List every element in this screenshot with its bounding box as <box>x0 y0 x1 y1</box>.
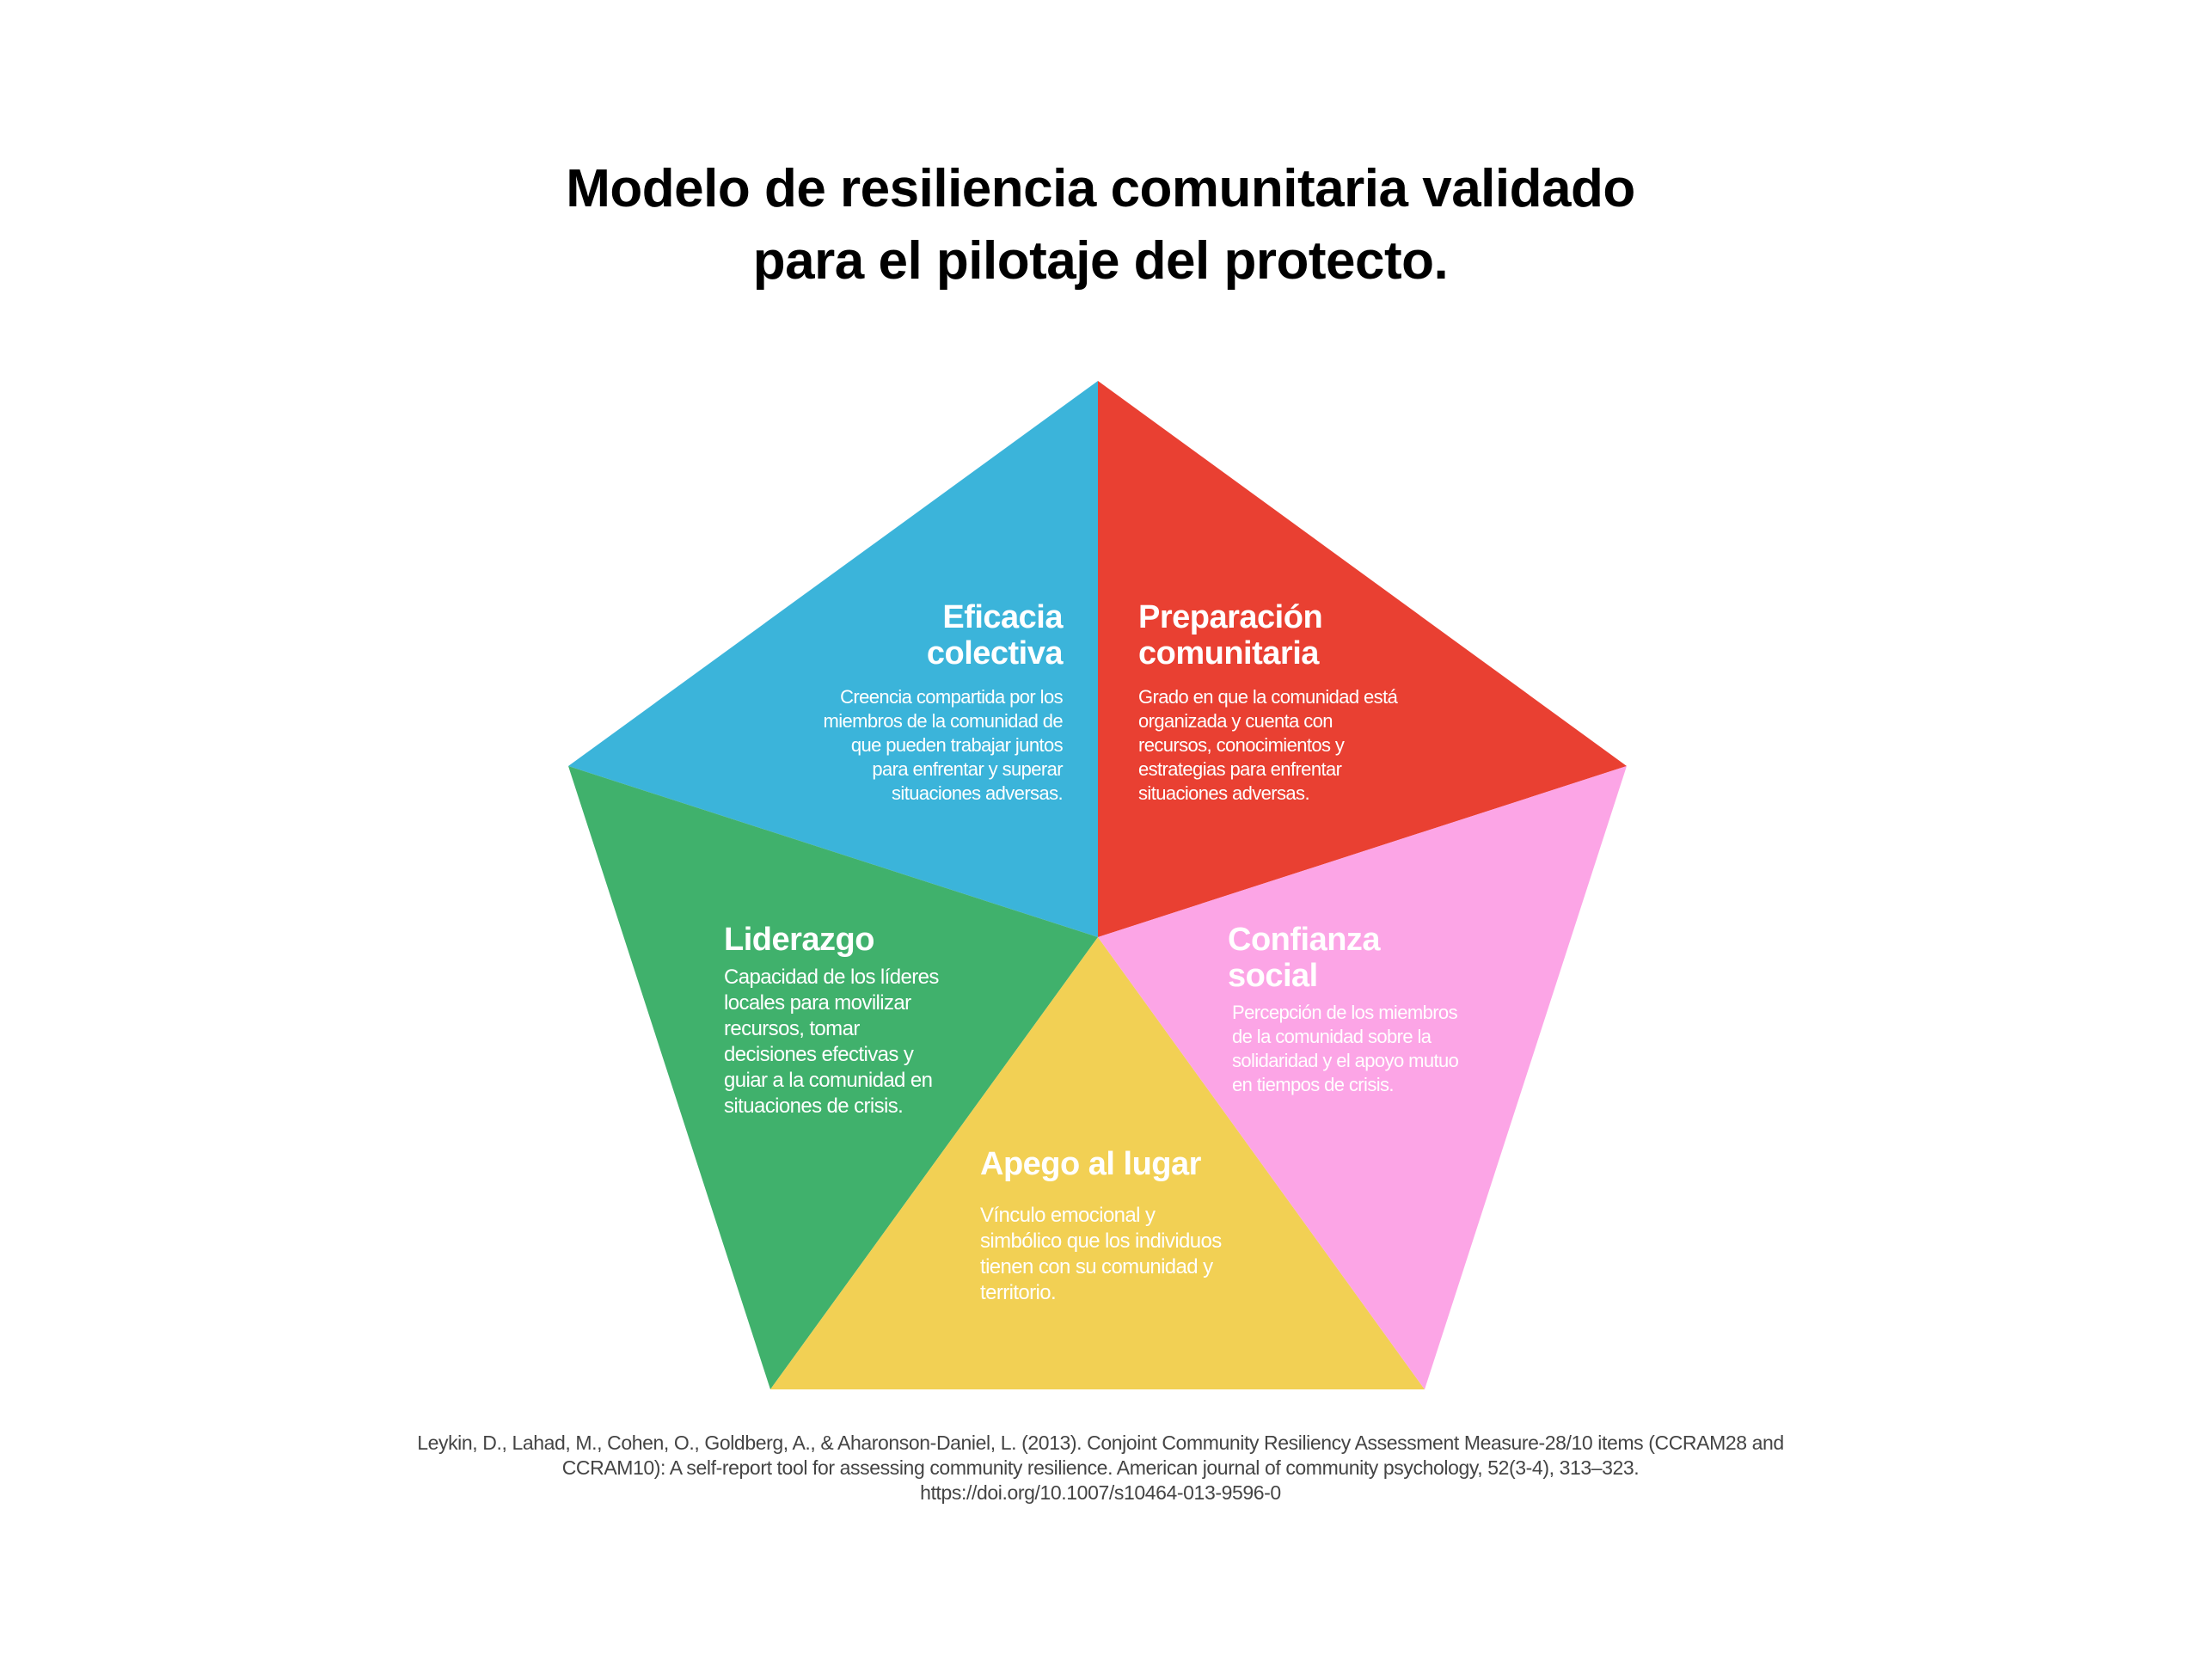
confianza-title-2: social <box>1228 958 1318 994</box>
eficacia-desc-line: situaciones adversas. <box>892 782 1064 804</box>
apego-desc-line: tienen con su comunidad y <box>980 1255 1213 1278</box>
preparacion-desc-line: recursos, conocimientos y <box>1138 734 1345 756</box>
preparacion-desc-line: estrategias para enfrentar <box>1138 758 1342 780</box>
preparacion-desc-line: situaciones adversas. <box>1138 782 1310 804</box>
apego-desc-line: Vínculo emocional y <box>980 1204 1156 1227</box>
segment-liderazgo <box>568 766 1098 1389</box>
segment-apego <box>770 937 1425 1389</box>
eficacia-title-2: colectiva <box>926 635 1064 671</box>
liderazgo-block: Liderazgo Capacidad de los líderes local… <box>724 922 939 1119</box>
liderazgo-title: Liderazgo <box>724 922 874 958</box>
preparacion-desc-line: organizada y cuenta con <box>1138 710 1333 732</box>
apego-desc-line: simbólico que los individuos <box>980 1229 1222 1253</box>
eficacia-title-1: Eficacia <box>942 599 1063 635</box>
confianza-desc-line: en tiempos de crisis. <box>1232 1074 1395 1095</box>
liderazgo-desc-line: locales para movilizar <box>724 991 911 1015</box>
liderazgo-desc-line: recursos, tomar <box>724 1017 860 1040</box>
citation-line-1: Leykin, D., Lahad, M., Cohen, O., Goldbe… <box>417 1432 1784 1454</box>
citation-line-2: CCRAM10): A self-report tool for assessi… <box>561 1456 1640 1479</box>
liderazgo-desc-line: Capacidad de los líderes <box>724 966 939 989</box>
page-title: Modelo de resiliencia comunitaria valida… <box>0 153 2201 297</box>
confianza-desc-line: Percepción de los miembros <box>1232 1002 1458 1023</box>
confianza-desc-line: solidaridad y el apoyo mutuo <box>1232 1050 1459 1071</box>
eficacia-desc-line: que pueden trabajar juntos <box>850 734 1064 756</box>
confianza-title-1: Confianza <box>1228 922 1381 958</box>
liderazgo-desc-line: situaciones de crisis. <box>724 1094 904 1118</box>
eficacia-desc-line: para enfrentar y superar <box>872 758 1063 780</box>
title-line-1: Modelo de resiliencia comunitaria valida… <box>566 159 1635 218</box>
eficacia-desc-line: miembros de la comunidad de <box>823 710 1063 732</box>
segment-confianza <box>1098 766 1627 1389</box>
liderazgo-desc-line: decisiones efectivas y <box>724 1043 914 1066</box>
citation-doi-link[interactable]: https://doi.org/10.1007/s10464-013-9596-… <box>920 1481 1281 1504</box>
segment-preparacion <box>1098 381 1627 937</box>
preparacion-title-2: comunitaria <box>1138 635 1319 671</box>
title-line-2: para el pilotaje del protecto. <box>752 231 1449 291</box>
segment-eficacia <box>568 381 1098 937</box>
confianza-desc-line: de la comunidad sobre la <box>1232 1026 1432 1047</box>
apego-desc-line: territorio. <box>980 1281 1057 1304</box>
preparacion-title-1: Preparación <box>1138 599 1323 635</box>
liderazgo-desc-line: guiar a la comunidad en <box>724 1069 933 1092</box>
apego-title: Apego al lugar <box>980 1146 1201 1182</box>
citation: Leykin, D., Lahad, M., Cohen, O., Goldbe… <box>327 1431 1874 1505</box>
preparacion-desc-line: Grado en que la comunidad está <box>1138 686 1398 708</box>
eficacia-desc-line: Creencia compartida por los <box>840 686 1064 708</box>
apego-block: Apego al lugar Vínculo emocional y simbó… <box>980 1146 1222 1306</box>
